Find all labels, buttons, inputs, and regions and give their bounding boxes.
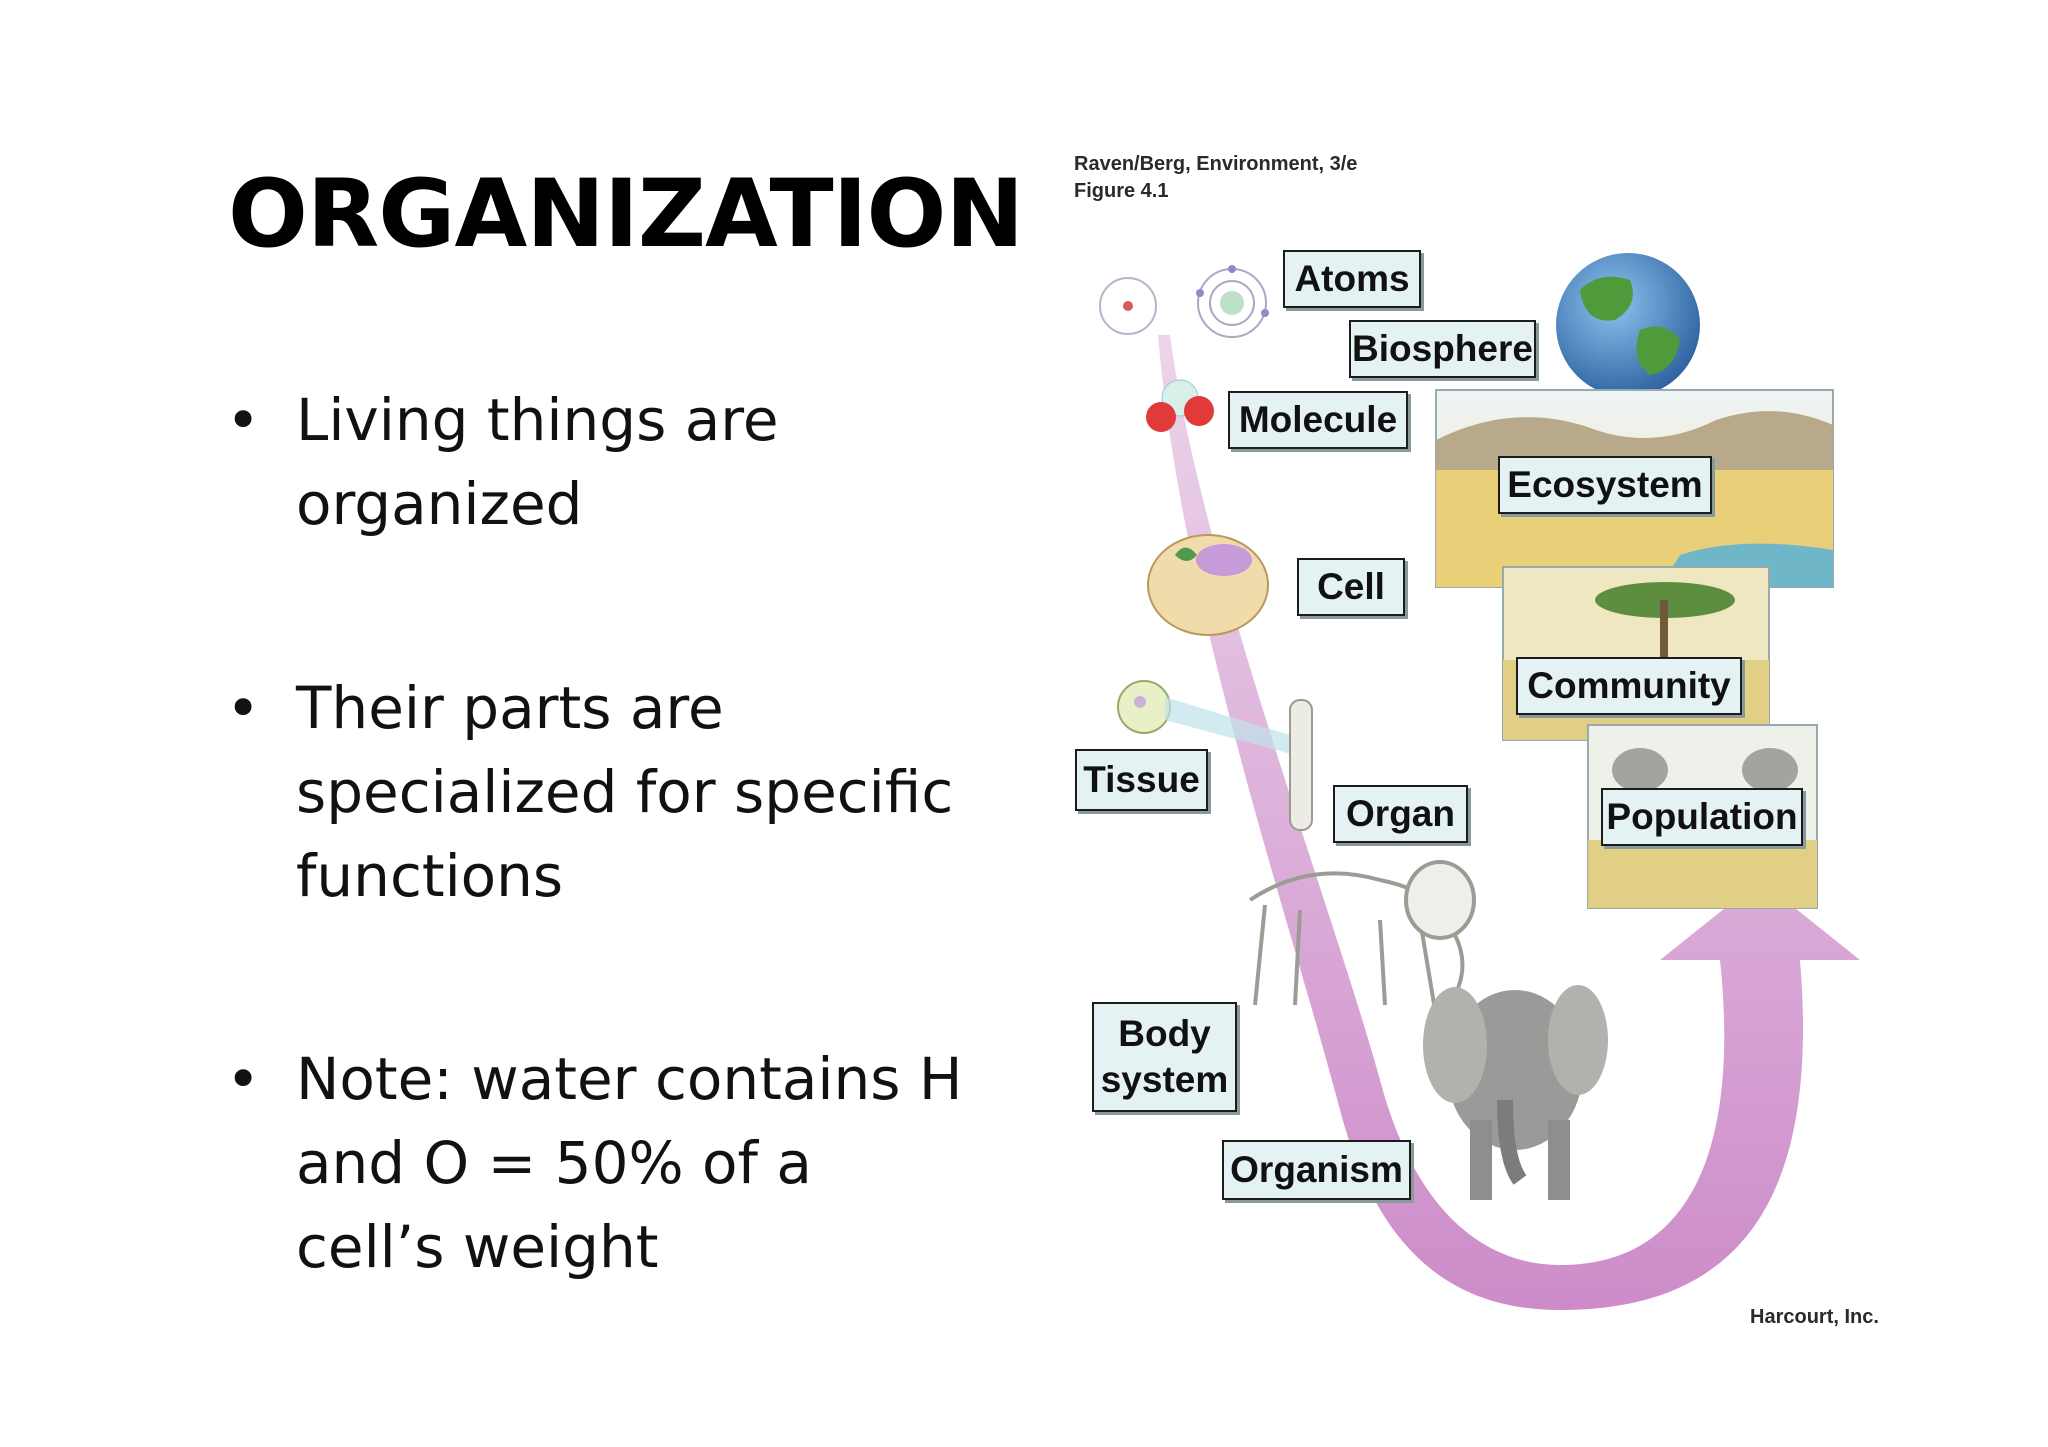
- figure-credit: Raven/Berg, Environment, 3/e Figure 4.1: [1074, 151, 1357, 205]
- label-body-system: Body system: [1092, 1002, 1237, 1112]
- label-tissue: Tissue: [1075, 749, 1208, 811]
- figure-source: Raven/Berg, Environment, 3/e: [1074, 153, 1358, 175]
- bullet-symbol: •: [226, 1045, 261, 1113]
- organization-arrow: [1158, 335, 1860, 1310]
- label-ecosystem: Ecosystem: [1498, 456, 1712, 514]
- bullet-text: Living things are organized: [296, 386, 779, 538]
- tissue-icon: [1117, 680, 1300, 755]
- label-community: Community: [1516, 657, 1742, 715]
- bullet-item: • Note: water contains H and O = 50% of …: [226, 1037, 986, 1289]
- slide-title: ORGANIZATION: [228, 160, 1024, 269]
- bullet-text: Note: water contains H and O = 50% of a …: [296, 1045, 963, 1281]
- bullet-text: Their parts are specialized for specific…: [296, 674, 954, 910]
- label-biosphere: Biosphere: [1349, 320, 1536, 378]
- molecule-icon: [1146, 379, 1214, 432]
- figure-publisher: Harcourt, Inc.: [1750, 1306, 1879, 1328]
- figure-number: Figure 4.1: [1074, 180, 1169, 202]
- earth-icon: [1556, 253, 1700, 397]
- bullet-symbol: •: [226, 386, 261, 454]
- label-organism: Organism: [1222, 1140, 1411, 1200]
- cell-icon: [1147, 534, 1269, 636]
- label-body-system-line2: system: [1100, 1059, 1229, 1100]
- bullet-item: • Living things are organized: [226, 378, 986, 546]
- atom-icons: [1099, 265, 1269, 338]
- label-body-system-line1: Body: [1118, 1013, 1211, 1054]
- bullet-symbol: •: [226, 674, 261, 742]
- label-molecule: Molecule: [1228, 391, 1408, 449]
- label-organ: Organ: [1333, 785, 1468, 843]
- label-atoms: Atoms: [1283, 250, 1421, 308]
- bone-icon: [1289, 699, 1313, 831]
- label-population: Population: [1601, 788, 1803, 846]
- label-cell: Cell: [1297, 558, 1405, 616]
- elephant-icon: [1423, 985, 1608, 1200]
- skeleton-icon: [1248, 860, 1476, 1011]
- bullet-item: • Their parts are specialized for specif…: [226, 666, 986, 918]
